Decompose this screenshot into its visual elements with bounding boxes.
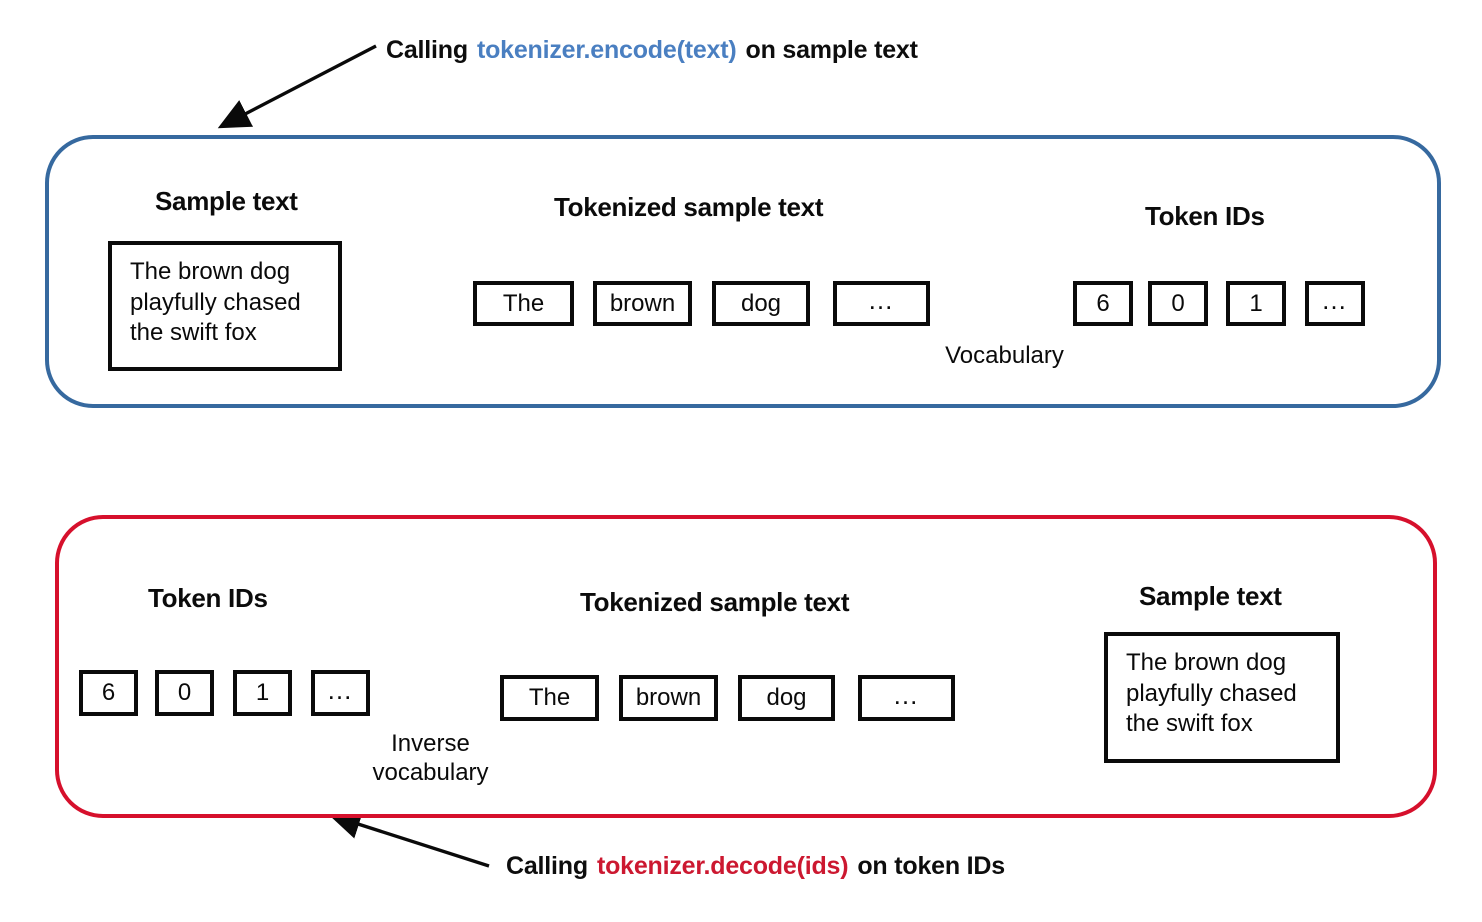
decode-caption: Calling tokenizer.decode(ids) on token IDs — [506, 852, 1005, 881]
encode-caption-code: tokenizer.encode(text) — [476, 36, 737, 64]
decode-token-box: … — [858, 675, 955, 721]
encode-token-ids-heading: Token IDs — [1145, 201, 1265, 231]
encode-caption-prefix: Calling — [386, 36, 468, 64]
encode-sample-text-box: The brown dog playfully chased the swift… — [108, 241, 342, 371]
decode-caption-prefix: Calling — [506, 852, 588, 880]
vocabulary-label: Vocabulary — [945, 342, 1064, 369]
encode-token-box: dog — [712, 281, 810, 326]
encode-token-id-box: 0 — [1148, 281, 1208, 326]
decode-token-box: The — [500, 675, 599, 721]
decode-sample-text-heading: Sample text — [1139, 581, 1282, 611]
decode-token-id-box: 1 — [233, 670, 292, 716]
inverse-vocabulary-line2: vocabulary — [372, 759, 489, 787]
encode-token-id-box: 6 — [1073, 281, 1133, 326]
decode-tokenized-heading: Tokenized sample text — [580, 587, 850, 617]
callout-arrow-decode — [328, 810, 490, 868]
inverse-vocabulary-label: Inverse vocabulary — [358, 729, 503, 788]
decode-token-id-box: … — [311, 670, 370, 716]
encode-token-box: … — [833, 281, 930, 326]
encode-tokenized-heading: Tokenized sample text — [554, 192, 824, 222]
encode-token-id-box: … — [1305, 281, 1365, 326]
encode-sample-text-heading: Sample text — [155, 186, 298, 216]
decode-caption-code: tokenizer.decode(ids) — [596, 852, 849, 880]
decode-token-box: dog — [738, 675, 835, 721]
decode-caption-suffix: on token IDs — [857, 852, 1005, 880]
encode-caption-suffix: on sample text — [745, 36, 918, 64]
decode-token-id-box: 0 — [155, 670, 214, 716]
encode-token-id-box: 1 — [1226, 281, 1286, 326]
encode-token-box: The — [473, 281, 574, 326]
decode-token-box: brown — [619, 675, 718, 721]
decode-sample-text-box: The brown dog playfully chased the swift… — [1104, 632, 1340, 763]
encode-token-box: brown — [593, 281, 692, 326]
callout-arrow-encode — [217, 44, 377, 129]
encode-caption: Calling tokenizer.encode(text) on sample t… — [386, 36, 918, 65]
decode-token-id-box: 6 — [79, 670, 138, 716]
inverse-vocabulary-line1: Inverse — [391, 730, 470, 757]
decode-token-ids-heading: Token IDs — [148, 583, 268, 613]
